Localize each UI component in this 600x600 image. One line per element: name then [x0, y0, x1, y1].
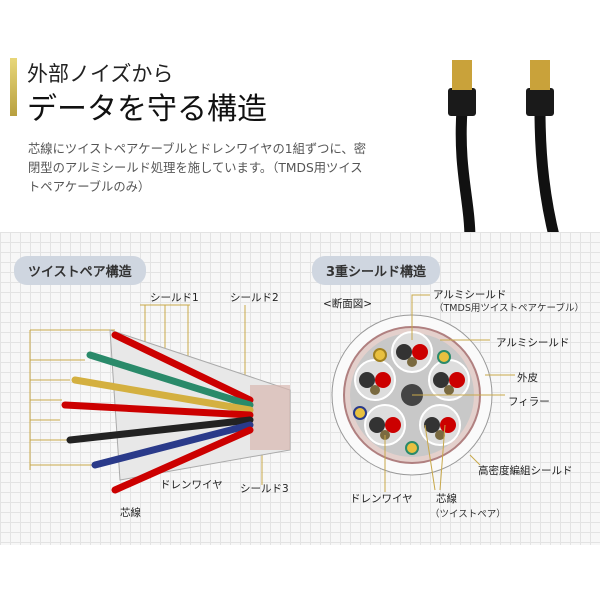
label-al-shield: アルミシールド: [496, 337, 570, 349]
description: 芯線にツイストペアケーブルとドレンワイヤの1組ずつに、密閉型のアルミシールド処理…: [28, 142, 366, 194]
twisted-pair-title: ツイストペア構造: [14, 256, 146, 285]
label-shield1: シールド1: [150, 292, 199, 304]
label-braid-shield: 高密度編組シールド: [478, 465, 573, 477]
label-filler: フィラー: [508, 396, 550, 408]
label-core: 芯線: [120, 507, 141, 519]
label-al-shield-tmds: アルミシールド: [433, 289, 507, 301]
label-jacket: 外皮: [517, 372, 538, 384]
label-cross-core: 芯線: [436, 493, 457, 505]
title-line2: データを守る構造: [27, 92, 267, 127]
label-shield2: シールド2: [230, 292, 279, 304]
label-cross-core-note: （ツイストペア）: [430, 509, 506, 520]
accent-bar: [10, 58, 17, 116]
label-shield3: シールド3: [240, 483, 289, 495]
label-cross-drain: ドレンワイヤ: [350, 493, 413, 505]
label-al-shield-tmds-note: （TMDS用ツイストペアケーブル）: [434, 303, 584, 314]
triple-shield-title: 3重シールド構造: [312, 256, 441, 285]
title-line1: 外部ノイズから: [27, 62, 174, 86]
label-drain-wire: ドレンワイヤ: [160, 479, 223, 491]
cross-section-subtitle: <断面図>: [323, 298, 373, 310]
